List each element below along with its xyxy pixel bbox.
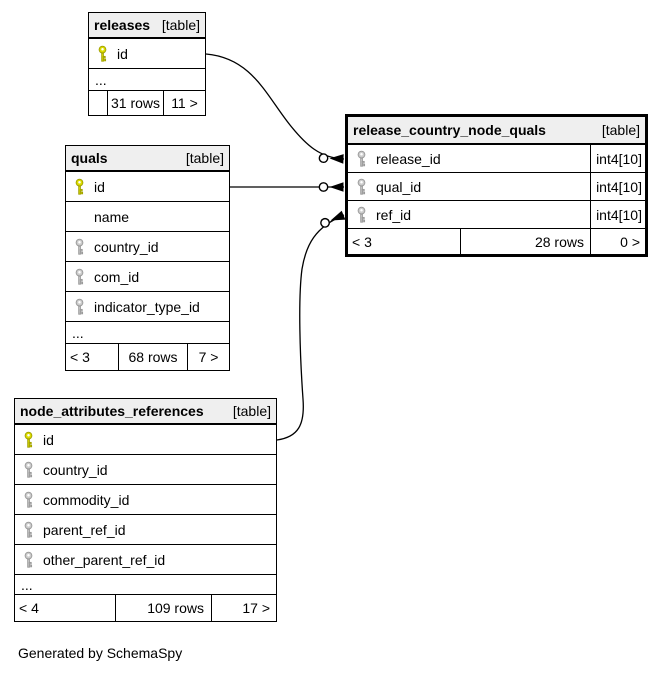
- foreign-key-icon: [357, 178, 366, 195]
- table-footer: 31 rows 11 >: [89, 91, 205, 115]
- column-row-country-id: country_id: [66, 232, 229, 262]
- column-name: parent_ref_id: [43, 521, 126, 538]
- table-title: release_country_node_quals: [353, 122, 546, 138]
- footer-parents: < 3: [352, 233, 372, 250]
- footer-parents: < 3: [70, 349, 90, 365]
- column-type: int4[10]: [590, 145, 645, 172]
- foreign-key-icon: [24, 521, 33, 538]
- footer-children: 0 >: [590, 229, 645, 254]
- column-row-qual-id: qual_id int4[10]: [348, 173, 645, 201]
- footer-row-count: 109 rows: [115, 595, 211, 621]
- table-header: releases [table]: [89, 13, 205, 39]
- table-tag: [table]: [232, 403, 271, 419]
- column-name: qual_id: [376, 178, 422, 195]
- foreign-key-icon: [75, 298, 84, 315]
- table-header: node_attributes_references [table]: [15, 399, 276, 425]
- column-row-ref-id: ref_id int4[10]: [348, 201, 645, 229]
- primary-key-icon: [98, 45, 107, 62]
- footer-children: 11 >: [163, 91, 205, 115]
- table-header: release_country_node_quals [table]: [348, 117, 645, 145]
- column-type: int4[10]: [590, 173, 645, 200]
- more-columns-row: ...: [66, 322, 229, 344]
- table-title: releases: [94, 17, 151, 33]
- table-release-country-node-quals[interactable]: release_country_node_quals [table] relea…: [345, 114, 648, 257]
- footer-row-count: 31 rows: [107, 91, 163, 115]
- column-name: id: [94, 178, 105, 195]
- column-row-other-parent-ref-id: other_parent_ref_id: [15, 545, 276, 575]
- primary-key-icon: [75, 178, 84, 195]
- column-row-indicator-type-id: indicator_type_id: [66, 292, 229, 322]
- table-footer: < 3 68 rows 7 >: [66, 344, 229, 370]
- column-name: release_id: [376, 150, 441, 167]
- table-footer: < 3 28 rows 0 >: [348, 229, 645, 254]
- table-tag: [table]: [601, 122, 640, 138]
- column-name: id: [43, 431, 54, 448]
- column-row-release-id: release_id int4[10]: [348, 145, 645, 173]
- column-row-id: id: [66, 172, 229, 202]
- primary-key-icon: [24, 431, 33, 448]
- foreign-key-icon: [357, 150, 366, 167]
- foreign-key-icon: [75, 268, 84, 285]
- column-row-country-id: country_id: [15, 455, 276, 485]
- table-title: node_attributes_references: [20, 403, 204, 419]
- column-name: ref_id: [376, 206, 412, 223]
- column-row-com-id: com_id: [66, 262, 229, 292]
- column-row-name: name: [66, 202, 229, 232]
- column-type: int4[10]: [590, 201, 645, 228]
- column-row-id: id: [89, 39, 205, 69]
- foreign-key-icon: [24, 551, 33, 568]
- foreign-key-icon: [357, 206, 366, 223]
- column-name: country_id: [94, 238, 159, 255]
- table-header: quals [table]: [66, 146, 229, 172]
- more-columns-row: ...: [89, 69, 205, 91]
- column-name: indicator_type_id: [94, 298, 200, 315]
- table-tag: [table]: [161, 17, 200, 33]
- column-row-commodity-id: commodity_id: [15, 485, 276, 515]
- table-tag: [table]: [185, 150, 224, 166]
- foreign-key-icon: [24, 461, 33, 478]
- table-releases[interactable]: releases [table] id ... 31 rows 11 >: [88, 12, 206, 116]
- foreign-key-icon: [75, 238, 84, 255]
- generated-by-caption: Generated by SchemaSpy: [18, 645, 183, 661]
- column-name: country_id: [43, 461, 108, 478]
- edge-releases-to-release-id: [205, 53, 345, 164]
- table-quals[interactable]: quals [table] id name country_id com_id …: [65, 145, 230, 371]
- column-name: other_parent_ref_id: [43, 551, 166, 568]
- column-name: commodity_id: [43, 491, 130, 508]
- footer-row-count: 68 rows: [118, 344, 187, 370]
- column-row-parent-ref-id: parent_ref_id: [15, 515, 276, 545]
- footer-parents: < 4: [19, 600, 39, 616]
- footer-children: 7 >: [187, 344, 229, 370]
- table-title: quals: [71, 150, 108, 166]
- ellipsis-label: ...: [21, 576, 33, 593]
- column-name: id: [117, 45, 128, 62]
- column-name: com_id: [94, 268, 140, 285]
- more-columns-row: ...: [15, 575, 276, 595]
- footer-parents: [89, 91, 107, 115]
- footer-row-count: 28 rows: [460, 229, 590, 254]
- table-node-attributes-references[interactable]: node_attributes_references [table] id co…: [14, 398, 277, 622]
- column-row-id: id: [15, 425, 276, 455]
- ellipsis-label: ...: [95, 71, 107, 88]
- column-name: name: [94, 208, 130, 225]
- footer-children: 17 >: [211, 595, 276, 621]
- ellipsis-label: ...: [72, 324, 84, 341]
- table-footer: < 4 109 rows 17 >: [15, 595, 276, 621]
- edge-node-attributes-to-ref-id: [276, 210, 346, 441]
- foreign-key-icon: [24, 491, 33, 508]
